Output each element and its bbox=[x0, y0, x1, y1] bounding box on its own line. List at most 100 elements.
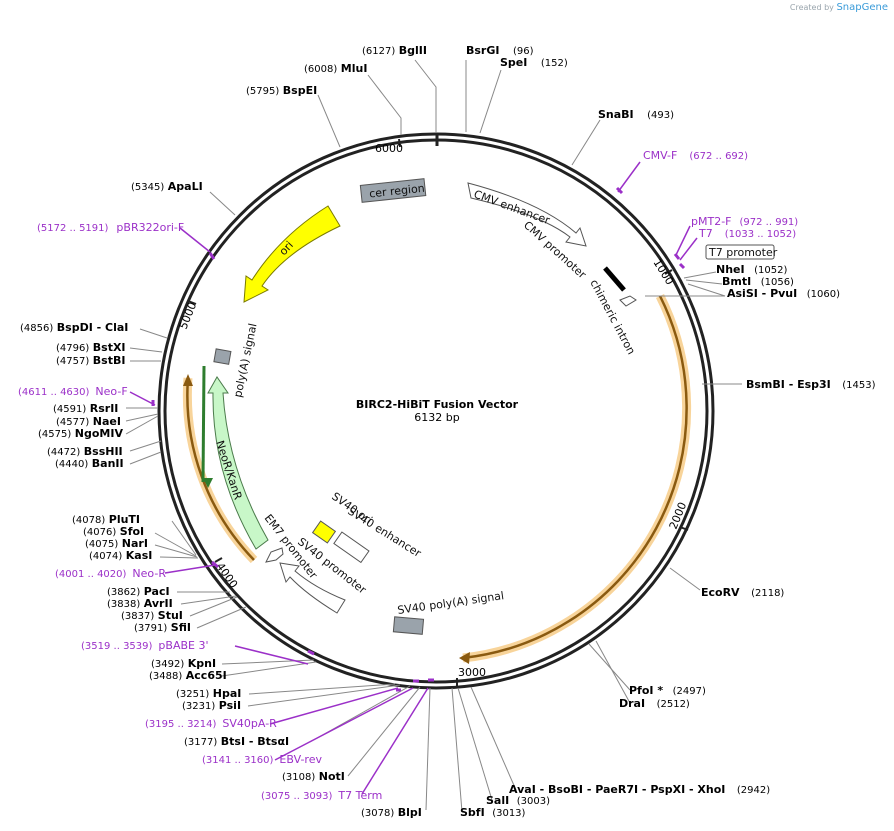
site-pos-kasi: (4074) bbox=[89, 551, 122, 562]
site-name-naei: NaeI bbox=[93, 415, 121, 428]
primer-name-pmt2-f: pMT2-F bbox=[691, 215, 732, 228]
primer-name-neo-f: Neo-F bbox=[95, 385, 127, 398]
site-pos-hpai: (3251) bbox=[176, 689, 209, 700]
tick-6000: 6000 bbox=[375, 138, 403, 155]
site-name-sfii: SfiI bbox=[171, 621, 191, 634]
site-pos-btsi: (3177) bbox=[184, 737, 217, 748]
svg-text:(4856) BspDI - ClaI: (4856) BspDI - ClaI bbox=[20, 321, 128, 334]
site-pos-nari: (4075) bbox=[85, 539, 118, 550]
site-pos-bstbi: (4757) bbox=[56, 356, 89, 367]
site-name-pfoi: PfoI * bbox=[629, 684, 663, 697]
site-pos-blpi: (3078) bbox=[361, 808, 394, 819]
site-name-noti: NotI bbox=[319, 770, 345, 783]
feature-chimeric-intron[interactable]: chimeric intron bbox=[587, 266, 638, 357]
tick-label-1000: 1000 bbox=[650, 257, 676, 288]
site-pos-pfoi: (2497) bbox=[673, 686, 706, 697]
feature-sv40-polya-signal[interactable]: SV40 poly(A) signal bbox=[392, 589, 505, 635]
primer-marks bbox=[151, 186, 686, 692]
site-name-blpi: BlpI bbox=[398, 806, 422, 819]
chimeric-intron-label: chimeric intron bbox=[587, 277, 637, 356]
site-name-spei: SpeI bbox=[500, 56, 527, 69]
polya-signal-label: poly(A) signal bbox=[231, 322, 259, 398]
site-name-btsi: BtsI - BtsαI bbox=[221, 735, 289, 748]
site-name-apali: ApaLI bbox=[168, 180, 203, 193]
svg-text:(3251) HpaI: (3251) HpaI bbox=[176, 687, 241, 700]
site-name-nari: NarI bbox=[122, 537, 148, 550]
site-pos-banii: (4440) bbox=[55, 459, 88, 470]
primer-name-t7-term: T7 Term bbox=[337, 789, 382, 802]
site-name-bmti: BmtI bbox=[722, 275, 751, 288]
site-name-paci: PacI bbox=[144, 585, 170, 598]
site-pos-ngomiv: (4575) bbox=[38, 429, 71, 440]
plasmid-size: 6132 bp bbox=[414, 411, 459, 424]
feature-t7-promoter[interactable]: T7 promoter bbox=[705, 244, 778, 260]
svg-text:T7(1033 .. 1052): T7(1033 .. 1052) bbox=[698, 227, 796, 240]
primer-name-t7: T7 bbox=[698, 227, 713, 240]
site-name-bglii: BglII bbox=[399, 44, 427, 57]
primer-name-pbr322ori-f: pBR322ori-F bbox=[116, 221, 184, 234]
svg-text:(5172 .. 5191)pBR322ori-F: (5172 .. 5191)pBR322ori-F bbox=[37, 221, 184, 234]
svg-text:(4577) NaeI: (4577) NaeI bbox=[56, 415, 121, 428]
site-name-drai: DraI bbox=[619, 697, 645, 710]
site-pos-rsrii: (4591) bbox=[53, 404, 86, 415]
svg-text:SpeI (152): SpeI (152) bbox=[500, 56, 568, 69]
site-pos-avai-group: (2942) bbox=[737, 785, 770, 796]
feature-cmv-enhancer[interactable]: CMV enhancer bbox=[467, 182, 587, 247]
cer-region-label: cer region bbox=[369, 182, 426, 201]
primer-name-cmv-f: CMV-F bbox=[643, 149, 677, 162]
orf-arrowhead-right bbox=[459, 652, 470, 664]
cmv-enhancer-label: CMV enhancer bbox=[472, 188, 552, 228]
feature-cer-region[interactable]: cer region bbox=[359, 178, 427, 203]
snapgene-logo: SnapGene bbox=[836, 2, 888, 13]
svg-text:AsiSI - PvuI (1060): AsiSI - PvuI (1060) bbox=[727, 287, 840, 300]
site-pos-asisi-pvui: (1060) bbox=[807, 289, 840, 300]
site-pos-acc65i: (3488) bbox=[149, 671, 182, 682]
site-name-avai-group: AvaI - BsoBI - PaeR7I - PspXI - XhoI bbox=[509, 783, 725, 796]
primer-range-t7-term: (3075 .. 3093) bbox=[261, 791, 333, 802]
site-pos-sali: (3003) bbox=[517, 796, 550, 807]
svg-text:(3862) PacI: (3862) PacI bbox=[107, 585, 170, 598]
svg-text:(4078) PluTI: (4078) PluTI bbox=[72, 513, 140, 526]
svg-text:(5345) ApaLI: (5345) ApaLI bbox=[131, 180, 203, 193]
feature-sv40-enhancer[interactable]: SV40 enhancer bbox=[333, 505, 424, 564]
site-name-stui: StuI bbox=[158, 609, 183, 622]
svg-text:(3231) PsiI: (3231) PsiI bbox=[182, 699, 241, 712]
tick-4000: 4000 bbox=[214, 557, 240, 591]
svg-text:(3078) BlpI: (3078) BlpI bbox=[361, 806, 422, 819]
site-name-bsmbi: BsmBI - Esp3I bbox=[746, 378, 831, 391]
site-pos-bsshii: (4472) bbox=[47, 447, 80, 458]
site-name-bstbi: BstBI bbox=[93, 354, 126, 367]
site-pos-bstxi: (4796) bbox=[56, 343, 89, 354]
primer-range-ebv-rev: (3141 .. 3160) bbox=[202, 755, 274, 766]
site-pos-bsmbi: (1453) bbox=[842, 380, 875, 391]
site-name-avrii: AvrII bbox=[144, 597, 173, 610]
svg-text:(3108) NotI: (3108) NotI bbox=[282, 770, 345, 783]
sv40-polya-label: SV40 poly(A) signal bbox=[397, 589, 505, 617]
site-pos-bglii: (6127) bbox=[362, 46, 395, 57]
orf-arc-right bbox=[462, 295, 688, 660]
feature-cmv-promoter: CMV promoter bbox=[521, 219, 589, 282]
svg-text:DraI (2512): DraI (2512) bbox=[619, 697, 690, 710]
svg-text:(4074) KasI: (4074) KasI bbox=[89, 549, 152, 562]
site-name-sali: SalI bbox=[486, 794, 509, 807]
site-name-asisi-pvui: AsiSI - PvuI bbox=[727, 287, 797, 300]
svg-text:SalI (3003): SalI (3003) bbox=[486, 794, 550, 807]
site-pos-naei: (4577) bbox=[56, 417, 89, 428]
site-name-ngomiv: NgoMIV bbox=[75, 427, 124, 440]
svg-text:(3177) BtsI - BtsαI: (3177) BtsI - BtsαI bbox=[184, 735, 289, 748]
feature-ori[interactable]: ori bbox=[243, 205, 341, 303]
site-name-pluti: PluTI bbox=[109, 513, 140, 526]
primer-name-neo-r: Neo-R bbox=[132, 567, 166, 580]
primer-labels: CMV-F(672 .. 692) pMT2-F(972 .. 991) T7(… bbox=[18, 149, 798, 802]
site-pos-bmti: (1056) bbox=[761, 277, 794, 288]
svg-text:(3791) SfiI: (3791) SfiI bbox=[134, 621, 191, 634]
tick-label-6000: 6000 bbox=[375, 142, 403, 155]
site-labels: (6127) BglII BsrGI (96) SpeI (152) (6008… bbox=[20, 44, 876, 819]
svg-text:BsrGI (96): BsrGI (96) bbox=[466, 44, 534, 57]
site-name-ecorv: EcoRV bbox=[701, 586, 740, 599]
site-pos-nhei: (1052) bbox=[754, 265, 787, 276]
site-pos-psii: (3231) bbox=[182, 701, 215, 712]
plasmid-name: BIRC2-HiBiT Fusion Vector bbox=[356, 398, 519, 411]
primer-name-pbabe-3: pBABE 3' bbox=[158, 639, 208, 652]
